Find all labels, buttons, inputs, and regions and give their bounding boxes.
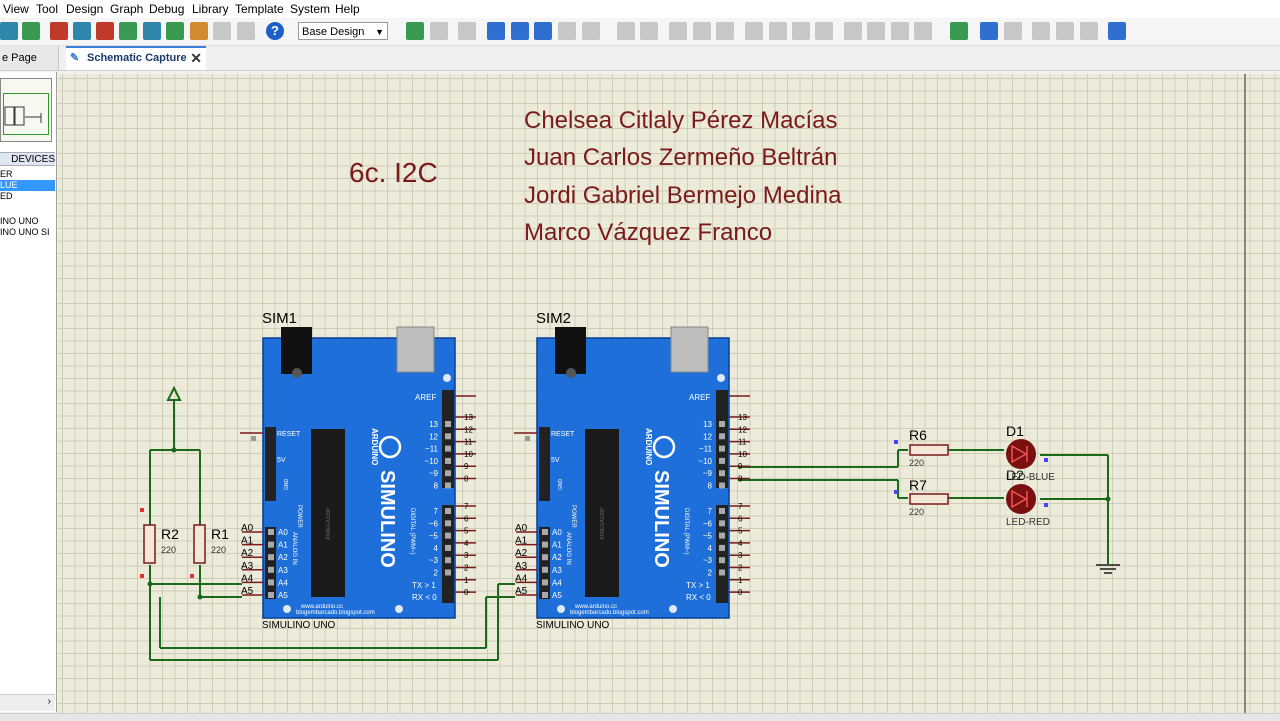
menu-system[interactable]: System	[290, 2, 331, 16]
toolbar: ?	[0, 18, 1280, 46]
schematic-icon[interactable]	[73, 22, 91, 40]
menu-help[interactable]: Help	[335, 2, 360, 16]
copy-icon[interactable]	[693, 22, 711, 40]
menu-library[interactable]: Library	[192, 2, 229, 16]
tab-home-page[interactable]: e Page	[0, 46, 59, 70]
block-move-icon[interactable]	[769, 22, 787, 40]
origin-icon[interactable]	[458, 22, 476, 40]
decompose-icon[interactable]	[914, 22, 932, 40]
scroll-right-icon[interactable]: ›	[47, 696, 51, 707]
menu-bar: View Tool Design Graph Debug Library Tem…	[0, 0, 1280, 18]
menu-tool[interactable]: Tool	[36, 2, 59, 16]
pick-device-icon[interactable]	[844, 22, 862, 40]
zoom-out-icon[interactable]	[534, 22, 552, 40]
close-icon[interactable]: ✕	[190, 50, 202, 66]
gerber-icon[interactable]	[119, 22, 137, 40]
tab-schematic-label: Schematic Capture	[87, 52, 187, 64]
menu-design[interactable]: Design	[66, 2, 104, 16]
paste-icon[interactable]	[716, 22, 734, 40]
author-name: Chelsea Citlaly Pérez Macías	[524, 107, 838, 134]
menu-graph[interactable]: Graph	[110, 2, 144, 16]
cost-icon[interactable]	[190, 22, 208, 40]
devices-header: DEVICES	[0, 152, 55, 166]
wire-autoroute-icon[interactable]	[950, 22, 968, 40]
home-icon[interactable]	[50, 22, 68, 40]
tab-schematic-capture[interactable]: ✎ Schematic Capture ✕	[66, 46, 206, 70]
make-device-icon[interactable]	[867, 22, 885, 40]
delete-sheet-icon[interactable]	[1056, 22, 1074, 40]
redo-icon[interactable]	[640, 22, 658, 40]
3d-view-icon[interactable]	[143, 22, 161, 40]
design-select-value: Base Design	[302, 26, 365, 38]
menu-view[interactable]: View	[3, 2, 29, 16]
import-icon[interactable]	[22, 22, 40, 40]
save-icon[interactable]	[0, 22, 18, 40]
tab-bar: e Page ✎ Schematic Capture ✕	[0, 46, 1280, 71]
block-rotate-icon[interactable]	[792, 22, 810, 40]
zoom-all-icon[interactable]	[558, 22, 576, 40]
property-tool-icon[interactable]	[1004, 22, 1022, 40]
status-bar	[0, 713, 1280, 721]
left-panel: DEVICES ER LUE ED INO UNO INO UNO SI ›	[0, 72, 57, 712]
overview-viewport[interactable]	[3, 93, 49, 135]
overview-thumbnail	[4, 106, 42, 126]
device-item-selected[interactable]: LUE	[0, 180, 55, 191]
project-title: 6c. I2C	[349, 157, 438, 188]
package-tool-icon[interactable]	[891, 22, 909, 40]
device-item[interactable]: ED	[0, 191, 13, 201]
device-item[interactable]: INO UNO	[0, 216, 39, 226]
pan-icon[interactable]	[487, 22, 505, 40]
sheet-border	[58, 74, 1246, 714]
author-name: Jordi Gabriel Bermejo Medina	[524, 182, 842, 209]
chevron-down-icon: ▼	[375, 27, 384, 37]
undo-icon[interactable]	[617, 22, 635, 40]
tab-home-label: e Page	[2, 52, 37, 64]
zoom-area-icon[interactable]	[582, 22, 600, 40]
author-name: Juan Carlos Zermeño Beltrán	[524, 144, 838, 171]
grid-icon[interactable]	[430, 22, 448, 40]
bom-icon[interactable]	[166, 22, 184, 40]
refresh-icon[interactable]	[406, 22, 424, 40]
block-copy-icon[interactable]	[745, 22, 763, 40]
notes-icon[interactable]	[237, 22, 255, 40]
search-tag-icon[interactable]	[980, 22, 998, 40]
source-code-icon[interactable]	[213, 22, 231, 40]
new-sheet-icon[interactable]	[1032, 22, 1050, 40]
horizontal-scrollbar[interactable]: ›	[0, 694, 55, 711]
cut-icon[interactable]	[669, 22, 687, 40]
help-icon[interactable]: ?	[266, 22, 284, 40]
design-select[interactable]: Base Design ▼	[298, 22, 388, 40]
device-item[interactable]: ER	[0, 169, 13, 179]
overview-window[interactable]	[0, 78, 52, 142]
netlist-icon[interactable]	[1080, 22, 1098, 40]
menu-debug[interactable]: Debug	[149, 2, 185, 16]
device-item[interactable]: INO UNO SI	[0, 227, 50, 237]
author-name: Marco Vázquez Franco	[524, 219, 773, 246]
menu-template[interactable]: Template	[235, 2, 284, 16]
schematic-tab-icon: ✎	[70, 52, 80, 64]
edit-icon[interactable]	[1108, 22, 1126, 40]
block-delete-icon[interactable]	[815, 22, 833, 40]
pcb-icon[interactable]	[96, 22, 114, 40]
zoom-in-icon[interactable]	[511, 22, 529, 40]
